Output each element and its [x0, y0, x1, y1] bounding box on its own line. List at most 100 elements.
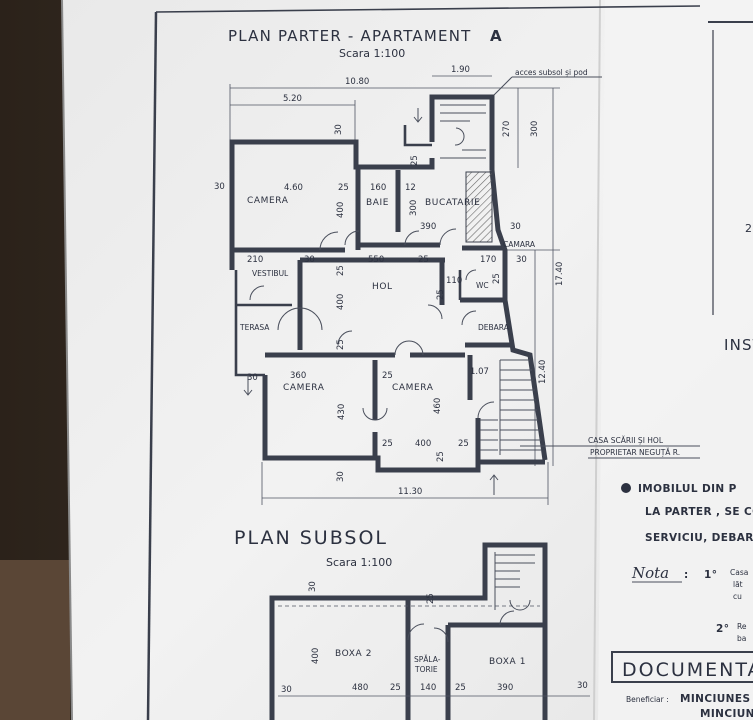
dim-30-c: 30: [304, 255, 315, 265]
room-spalatorie-1: SPĂLA-: [414, 655, 441, 664]
stair-entry-steps: [403, 125, 432, 147]
dim-right-300: 300: [530, 121, 540, 137]
dim-30-g: 30: [516, 255, 527, 265]
beneficiar-2: MINCIUNES: [700, 708, 753, 720]
nota-label: Nota: [631, 564, 669, 582]
door-swing-double: [394, 340, 424, 356]
door-swing-debara: [461, 310, 477, 326]
basement-dim-390: 390: [497, 683, 513, 693]
dim-107: 1.07: [470, 367, 489, 377]
dim-total-width: 10.80: [345, 77, 369, 87]
dim-bottom-total: 11.30: [398, 487, 422, 497]
dim-25-k: 25: [492, 273, 502, 284]
dim-210: 210: [247, 255, 263, 265]
room-spalatorie-2: TORIE: [414, 665, 438, 674]
door-swing-3: [404, 230, 420, 246]
lower-stair-steps: [499, 359, 542, 455]
dim-right-depth-2: 12.40: [538, 360, 548, 384]
frame-top-border: [155, 5, 701, 13]
note-line-1: IMOBILUL DIN P: [638, 483, 737, 495]
paper-left-shadow: [61, 0, 73, 720]
door-swing-vestibul: [249, 285, 265, 301]
paper-sheet-right: [598, 0, 753, 720]
dim-25-i: 25: [436, 451, 446, 462]
room-camara: CAMARA: [503, 240, 536, 249]
dim-25-d: 25: [336, 265, 346, 276]
rug-pattern: [0, 560, 70, 720]
nota-colon: :: [684, 569, 689, 581]
door-swing-hol-e: [427, 304, 443, 320]
dim-400-b: 400: [336, 294, 346, 310]
entry-arrow-south: [489, 474, 499, 495]
dim-30-f: 30: [336, 471, 346, 482]
dim-25-f: 25: [382, 371, 393, 381]
dim-30-b: 30: [214, 182, 225, 192]
room-bucatarie: BUCATARIE: [425, 198, 480, 208]
beneficiar-label: Beneficiar :: [626, 695, 669, 704]
dim-25-h: 25: [458, 439, 469, 449]
beneficiar-1: MINCIUNES: [680, 693, 750, 705]
dim-25-c: 25: [418, 255, 429, 265]
dim-400-a: 400: [336, 202, 346, 218]
nota-item-1-text-a: Casa: [730, 568, 748, 577]
dim-170: 170: [480, 255, 496, 265]
dim-160: 160: [370, 183, 386, 193]
dim-390: 390: [420, 222, 436, 232]
dim-stair-width: 1.90: [451, 65, 470, 75]
lower-stair-flight-2: [480, 419, 498, 451]
stair-label-line-1: CASA SCĂRII ȘI HOL: [588, 436, 664, 445]
room-boxa2: BOXA 2: [335, 649, 372, 659]
nota-item-2: 2°: [716, 623, 729, 635]
dim-30-a: 30: [334, 124, 344, 135]
room-camera-s: CAMERA: [392, 383, 434, 393]
room-wc: WC: [476, 281, 489, 290]
dim-25-a: 25: [338, 183, 349, 193]
dim-30-d: 30: [510, 222, 521, 232]
basement-access-note: acces subsol și pod: [515, 68, 588, 77]
dim-right-depth: 17.40: [555, 262, 565, 286]
room-camera-nw: CAMERA: [247, 196, 289, 206]
ground-floor-scale: Scara 1:100: [339, 47, 405, 60]
basement-door-2: [433, 627, 449, 643]
room-vestibul: VESTIBUL: [252, 269, 289, 278]
basement-dim-140: 140: [420, 683, 436, 693]
door-swing-hol-sw: [337, 330, 353, 346]
basement-title: PLAN SUBSOL: [234, 527, 388, 549]
right-panel-fragment-2: 2: [745, 222, 752, 235]
door-swing-stair: [477, 401, 495, 419]
ground-floor-title-letter: A: [490, 27, 503, 45]
basement-access-leader: [493, 76, 513, 96]
nota-item-2-text-a: Re: [737, 622, 747, 631]
paper-fold: [593, 0, 601, 720]
dim-30-e: 30: [247, 373, 258, 383]
room-hol: HOL: [372, 282, 393, 292]
nota-item-1: 1°: [704, 569, 717, 581]
basement-outer-wall: [269, 542, 548, 720]
door-swing-2: [344, 230, 360, 246]
nota-item-1-text-c: cu: [733, 592, 742, 601]
room-terasa: TERASA: [239, 323, 270, 332]
stair-entry-arrow: [413, 108, 423, 123]
door-swing-terasa: [277, 307, 323, 331]
basement-door-3: [499, 610, 515, 626]
dim-25-b: 25: [410, 155, 420, 166]
dim-300: 300: [409, 200, 419, 216]
entry-arrow-west: [243, 375, 253, 396]
dim-left-width: 5.20: [283, 94, 302, 104]
kitchen-counter-hatch: [465, 171, 493, 243]
room-baie: BAIE: [366, 198, 389, 208]
basement-scale: Scara 1:100: [326, 556, 392, 569]
dim-25-j: 25: [436, 289, 446, 300]
dim-460: 4.60: [284, 183, 303, 193]
doc-title-box: [611, 651, 753, 683]
basement-dim-25-c: 25: [426, 593, 436, 604]
note-line-3: SERVICIU, DEBARA, H: [645, 532, 753, 544]
door-swing-camera-double: [362, 407, 388, 421]
bullet-icon: [621, 483, 631, 493]
room-boxa1: BOXA 1: [489, 657, 526, 667]
frame-left-border: [146, 11, 158, 720]
stair-tower-spiral: [440, 104, 486, 159]
dim-25-g: 25: [382, 439, 393, 449]
dim-12: 12: [405, 183, 416, 193]
